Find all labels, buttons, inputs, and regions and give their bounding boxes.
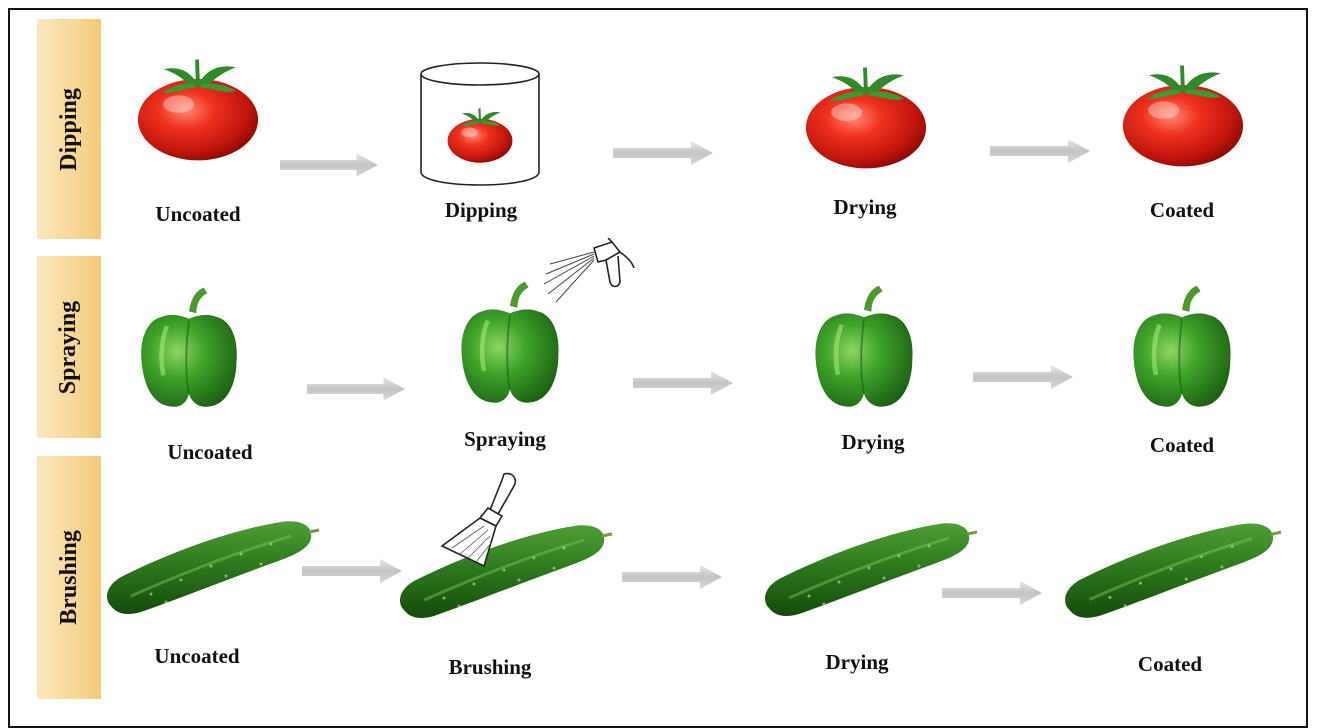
arrow-right-icon (622, 565, 722, 589)
row-title-dipping: Dipping (56, 88, 83, 171)
arrow-right-icon (613, 141, 713, 165)
row-title-spraying: Spraying (56, 300, 83, 393)
step-label: Spraying (405, 427, 605, 452)
arrow-right-icon (942, 581, 1042, 605)
arrow-right-icon (633, 371, 733, 395)
arrow-right-icon (990, 139, 1090, 163)
row-band-spraying: Spraying (37, 256, 101, 438)
cucumber-icon (1058, 516, 1284, 628)
tomato-icon (1120, 56, 1246, 174)
step-label: Coated (1070, 652, 1270, 677)
tomato-icon (135, 50, 261, 168)
arrow-right-icon (302, 559, 402, 583)
row-band-brushing: Brushing (37, 456, 101, 699)
bell-pepper-icon (133, 284, 245, 412)
step-label: Uncoated (98, 202, 298, 227)
row-band-dipping: Dipping (37, 19, 101, 239)
step-label: Uncoated (110, 440, 310, 465)
tomato-icon (446, 102, 514, 168)
step-label: Drying (773, 430, 973, 455)
arrow-right-icon (280, 153, 378, 177)
cucumber-icon (759, 516, 979, 626)
tomato-icon (803, 58, 929, 176)
row-title-brushing: Brushing (56, 530, 83, 625)
step-label: Uncoated (97, 644, 297, 669)
step-label: Brushing (390, 655, 590, 680)
step-label: Coated (1082, 198, 1282, 223)
step-label: Dipping (381, 198, 581, 223)
arrow-right-icon (973, 365, 1073, 389)
step-label: Coated (1082, 433, 1282, 458)
bell-pepper-icon (1124, 282, 1240, 412)
arrow-right-icon (307, 377, 405, 401)
step-label: Drying (765, 195, 965, 220)
bell-pepper-icon (806, 282, 922, 412)
cucumber-icon (101, 514, 321, 624)
step-label: Drying (757, 650, 957, 675)
spray-bottle-icon (540, 238, 638, 306)
paint-brush-icon (440, 470, 524, 570)
